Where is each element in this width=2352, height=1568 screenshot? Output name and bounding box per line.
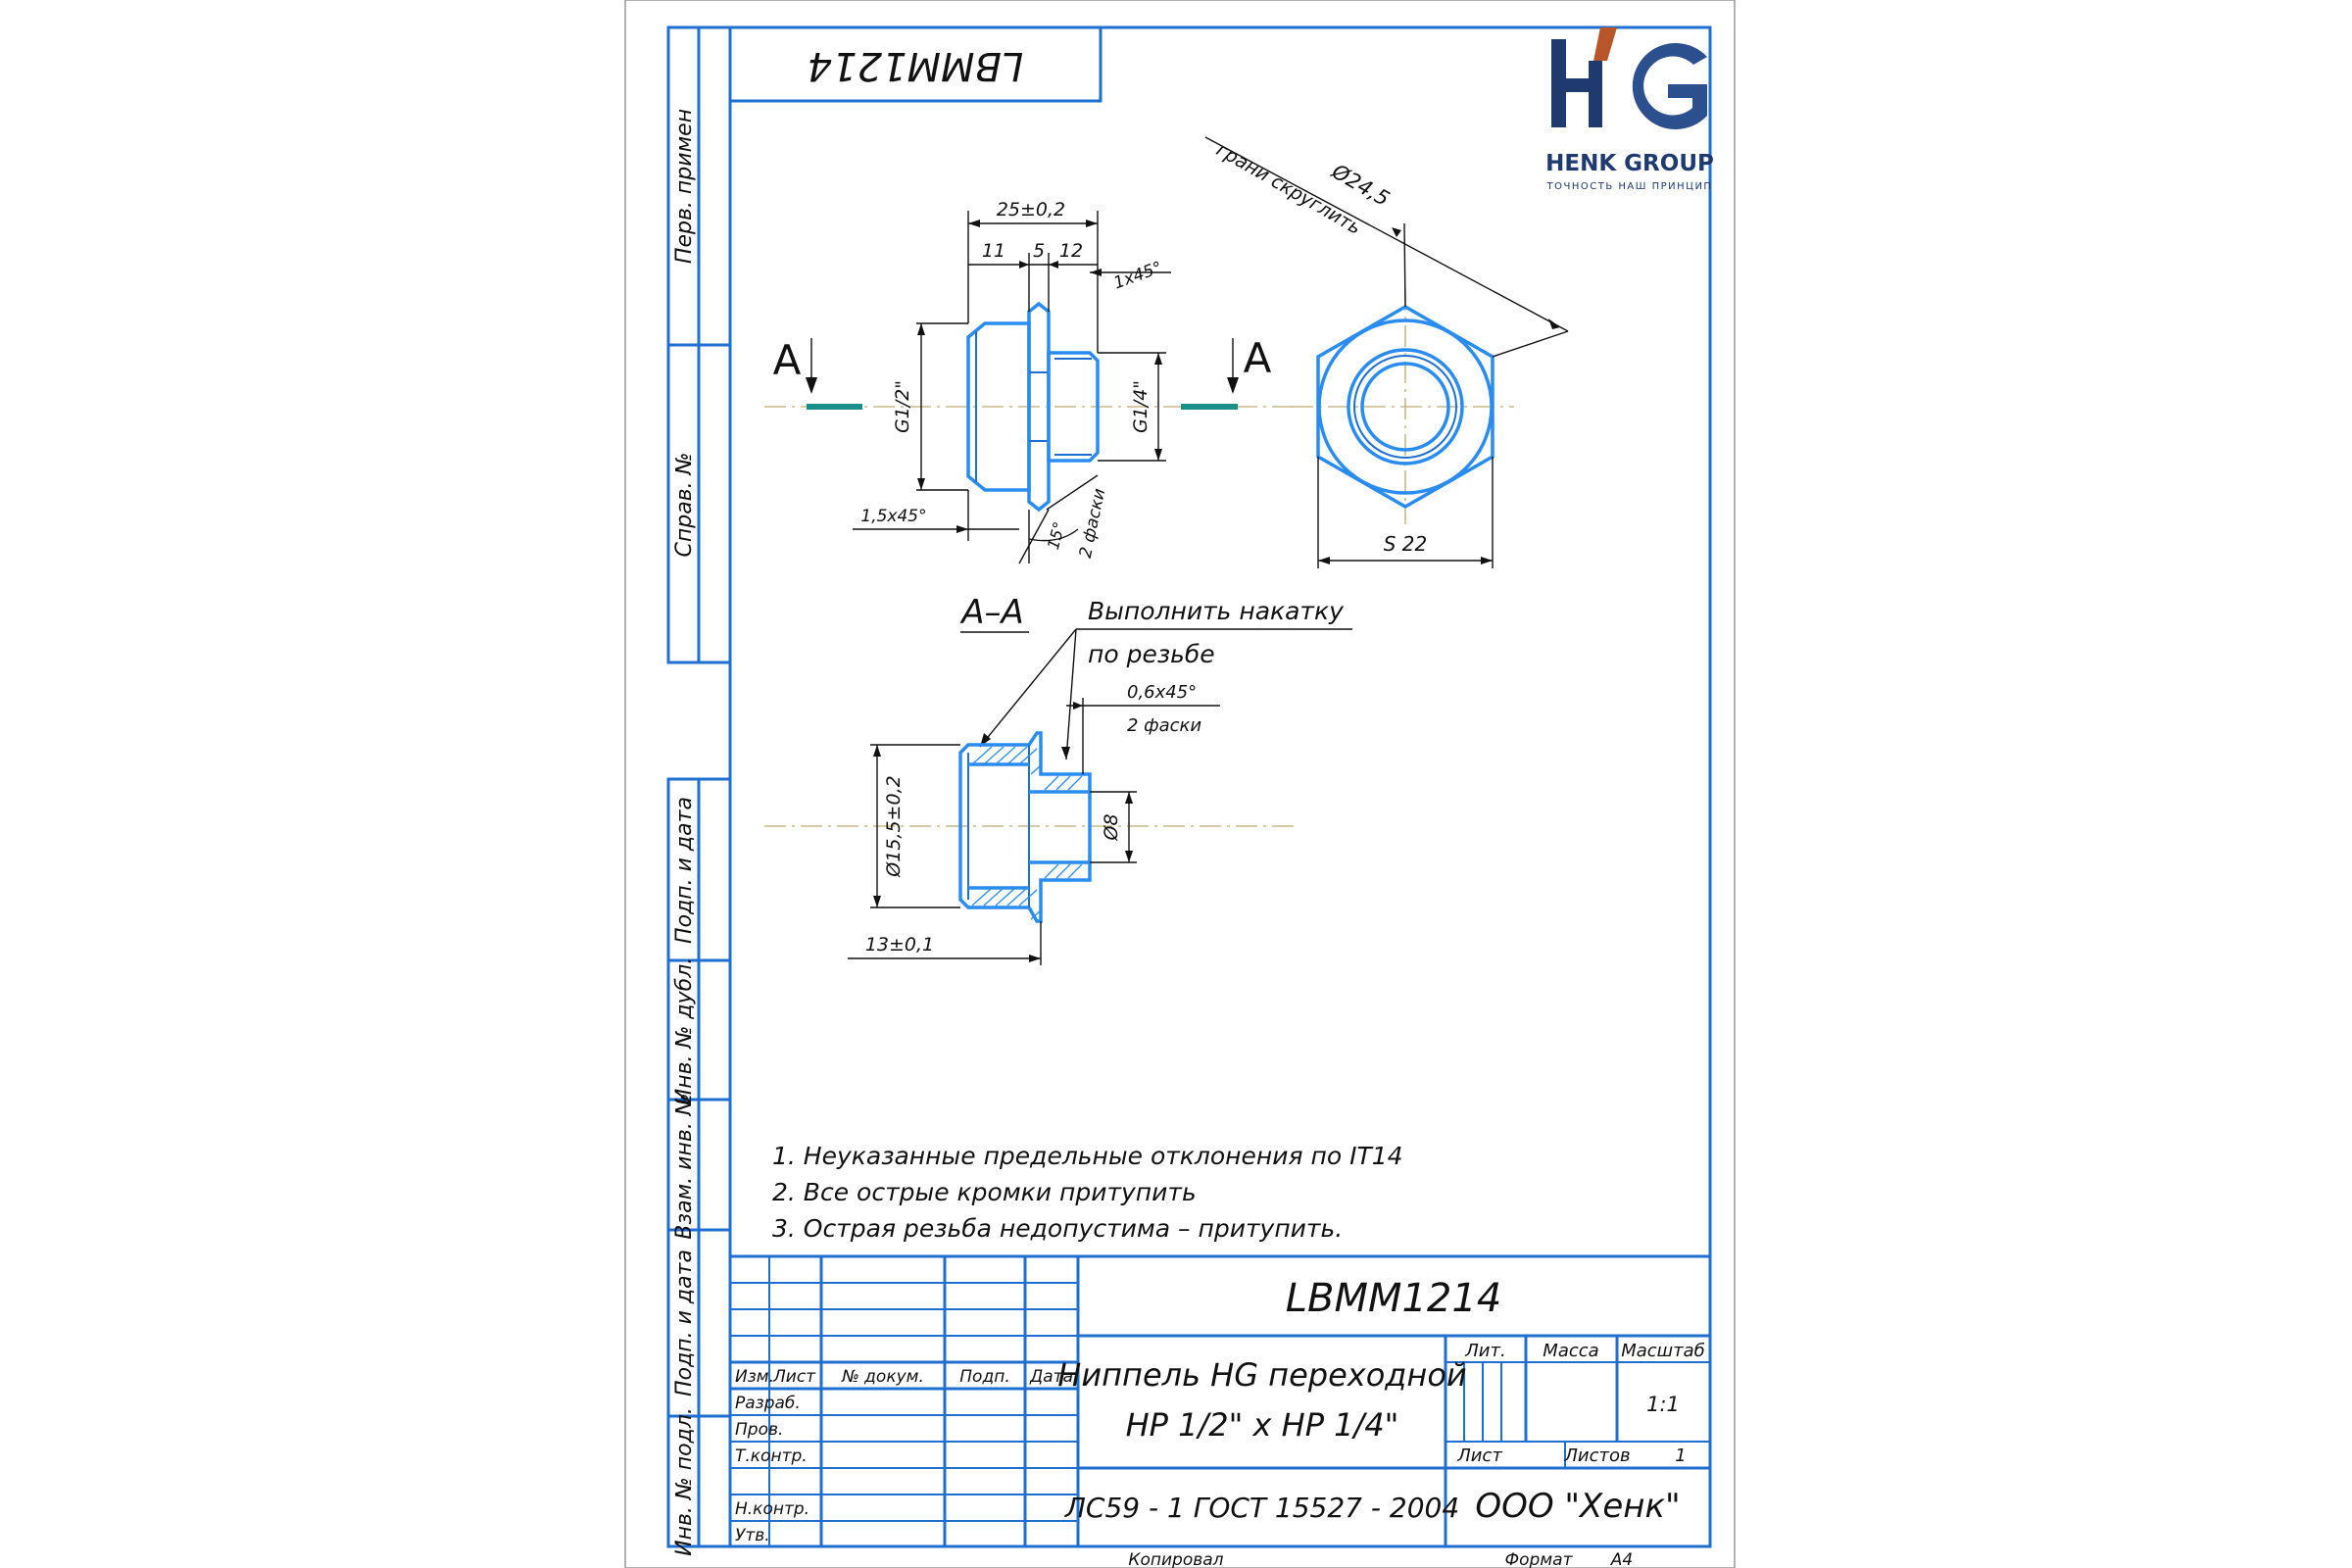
side-column: Перв. примен Справ. № Подп. и дата Инв. … <box>666 25 732 1556</box>
side-label-podp-data-1: Подп. и дата <box>672 797 697 944</box>
logo-h-crossbar <box>1551 78 1600 92</box>
end-view-across-flats: S 22 <box>1384 532 1428 556</box>
dim-12: 12 <box>1059 240 1083 262</box>
row-utv: Утв. <box>735 1526 770 1545</box>
dim-thread-g14: G1/4" <box>1130 380 1152 433</box>
logo-g-shape <box>1632 43 1707 130</box>
sheet-border <box>624 0 1736 1568</box>
tb-company: ООО "Хенк" <box>1475 1487 1680 1526</box>
title-block: Изм. Лист № докум. Подп. Дата Разраб. Пр… <box>728 1254 1712 1568</box>
section-profile <box>958 731 1092 923</box>
henk-group-logo: HENK GROUP ТОЧНОСТЬ НАШ ПРИНЦИП <box>1545 27 1714 192</box>
top-stamp: LBMM1214 <box>728 25 1102 103</box>
col-list: Лист <box>772 1367 816 1387</box>
main-view-small-thread <box>1047 351 1100 463</box>
tb-scale-value: 1:1 <box>1646 1393 1680 1416</box>
section-length: 13±0,1 <box>865 934 934 956</box>
col-izm: Изм. <box>735 1367 774 1387</box>
section-letter-left: A <box>773 336 802 384</box>
note-1: 1. Неуказанные предельные отклонения по … <box>772 1142 1403 1170</box>
section-letter-right: A <box>1244 334 1272 382</box>
tb-listov-value: 1 <box>1675 1446 1686 1466</box>
col-podp: Подп. <box>959 1367 1009 1387</box>
col-data: Дата <box>1029 1367 1073 1387</box>
dim-chamfer-right: 1x45° <box>1111 258 1165 293</box>
section-dia-outer: Ø15,5±0,2 <box>883 775 905 877</box>
logo-h-right-bar <box>1589 61 1602 127</box>
tb-lit: Лит. <box>1464 1341 1505 1361</box>
note-2: 2. Все острые кромки притупить <box>772 1178 1197 1206</box>
tb-massa: Масса <box>1543 1341 1598 1361</box>
top-stamp-designation: LBMM1214 <box>808 43 1024 88</box>
row-razrab: Разраб. <box>735 1394 801 1413</box>
side-label-inv-dubl: Инв. № дубл. <box>672 957 697 1105</box>
dim-chamfer-left: 1,5x45° <box>860 507 926 526</box>
section-hatching-bottom <box>971 863 1083 920</box>
end-view-bore-inner <box>1360 362 1450 452</box>
dim-11: 11 <box>982 240 1005 262</box>
end-view-bore-mid <box>1353 355 1457 459</box>
row-nkontr: Н.контр. <box>735 1499 809 1519</box>
side-label-inv-podl: Инв. № подл. <box>672 1407 697 1556</box>
section-view: А–А Выполнить накатку по резьбе <box>764 593 1352 965</box>
tb-list: Лист <box>1456 1446 1502 1466</box>
tb-designation: LBMM1214 <box>1286 1276 1502 1321</box>
dim-5: 5 <box>1033 240 1045 262</box>
side-label-podp-data-2: Подп. и дата <box>672 1250 697 1396</box>
section-hatching-top <box>971 746 1083 791</box>
logo-brand: HENK GROUP <box>1545 151 1714 176</box>
side-label-vzam-inv: Взам. инв. № <box>672 1093 697 1239</box>
end-view-bore-outer <box>1347 348 1464 466</box>
tb-name-line2: НР 1/2" x НР 1/4" <box>1126 1406 1399 1444</box>
tb-format-label: Формат <box>1505 1550 1574 1568</box>
tb-kopiroval: Копировал <box>1128 1550 1223 1568</box>
end-view-outer-circle <box>1317 318 1494 495</box>
row-tkontr: Т.контр. <box>735 1446 808 1466</box>
side-label-perv-primen: Перв. примен <box>672 109 697 264</box>
technical-notes: 1. Неуказанные предельные отклонения по … <box>772 1142 1403 1243</box>
dim-angle-15: 15° <box>1044 519 1069 551</box>
tb-name-line1: Ниппель HG переходной <box>1057 1356 1466 1394</box>
section-knurl-line1: Выполнить накатку <box>1088 597 1345 625</box>
row-prov: Пров. <box>735 1420 783 1440</box>
end-view-round-note: грани скруглить <box>1212 139 1364 239</box>
section-chamfers-note: 2 фаски <box>1127 715 1201 736</box>
tb-listov: Листов <box>1563 1446 1630 1466</box>
main-view: A A 25±0,2 11 5 12 1x45° G1/2" <box>764 199 1294 564</box>
tb-masshtab: Масштаб <box>1621 1341 1705 1361</box>
col-doc: № докум. <box>841 1367 924 1387</box>
tb-format-value: A4 <box>1610 1550 1633 1568</box>
main-view-hex-collar <box>1027 301 1051 513</box>
side-label-sprav-no: Справ. № <box>672 452 697 557</box>
note-3: 3. Острая резьба недопустима – притупить… <box>772 1214 1343 1243</box>
section-dia-inner: Ø8 <box>1101 813 1122 841</box>
end-view-diameter: Ø24,5 <box>1327 159 1394 211</box>
section-knurl-line2: по резьбе <box>1088 640 1215 668</box>
logo-tagline: ТОЧНОСТЬ НАШ ПРИНЦИП <box>1546 181 1713 192</box>
main-view-chamfers-note: 2 фаски <box>1076 487 1110 560</box>
logo-slash <box>1593 27 1617 61</box>
section-chamfer: 0,6x45° <box>1127 682 1197 703</box>
section-title: А–А <box>959 593 1024 632</box>
tb-material: ЛС59 - 1 ГОСТ 15527 - 2004 <box>1064 1492 1459 1524</box>
dim-overall: 25±0,2 <box>997 199 1065 220</box>
dim-thread-g12: G1/2" <box>892 380 913 433</box>
